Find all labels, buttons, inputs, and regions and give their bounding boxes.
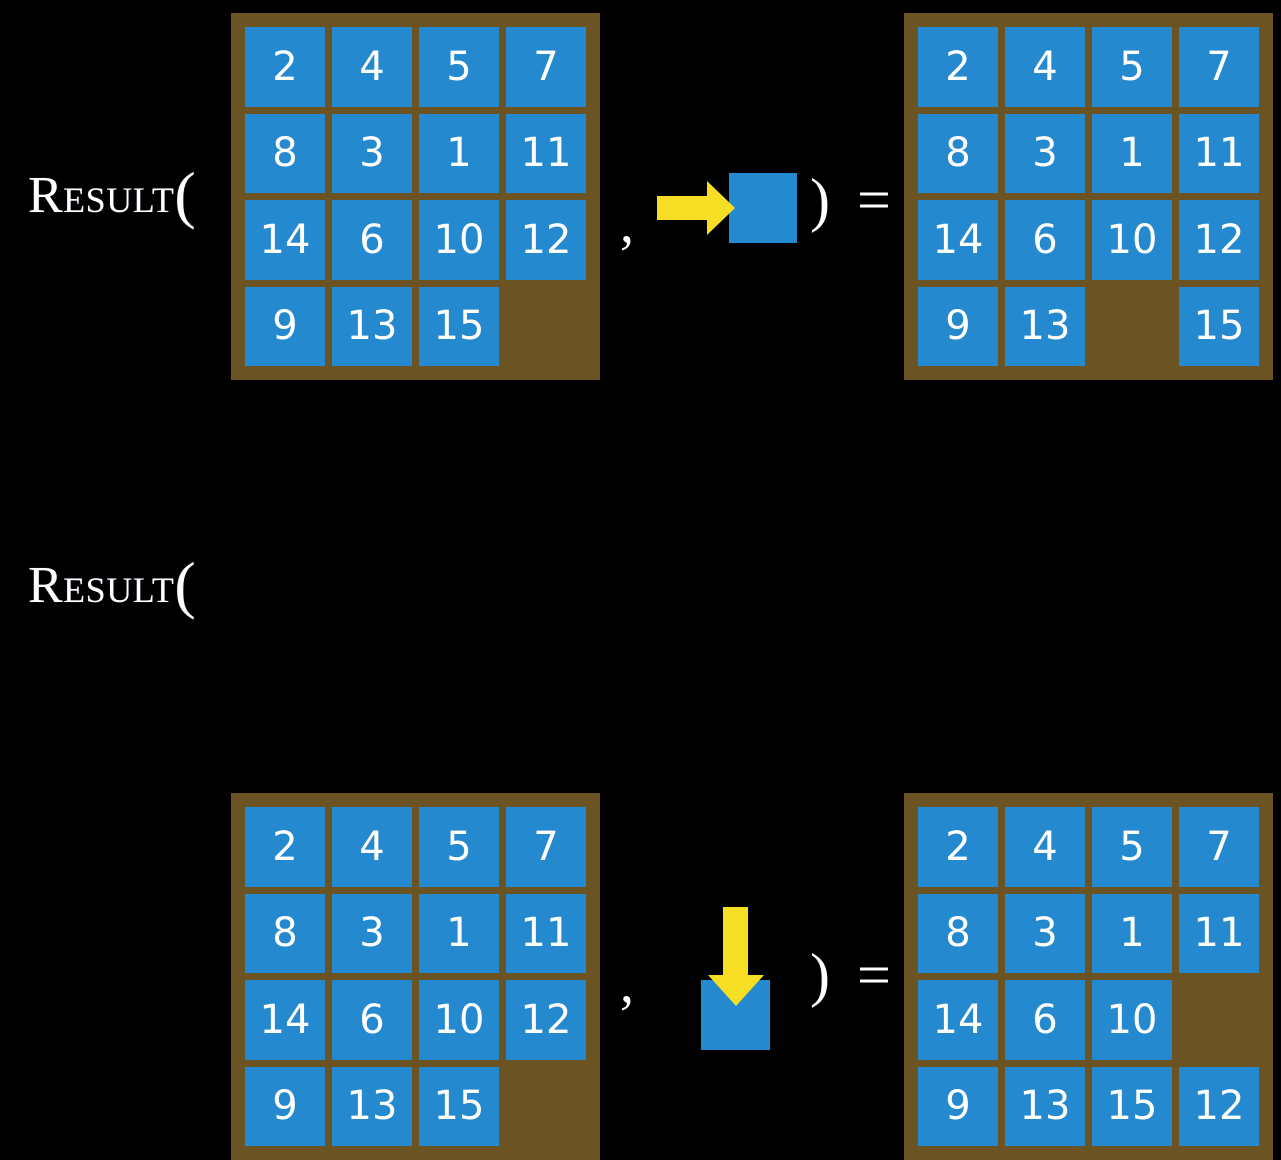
argument-separator-row-1: , — [620, 193, 634, 255]
tile[interactable]: 2 — [245, 27, 325, 107]
tile[interactable]: 1 — [419, 893, 499, 973]
tile[interactable]: 3 — [1005, 113, 1085, 193]
tile[interactable]: 1 — [1092, 893, 1172, 973]
action-move-right[interactable] — [650, 160, 810, 256]
tile[interactable]: 9 — [918, 1066, 998, 1146]
blank-tile — [506, 287, 586, 367]
tile[interactable]: 13 — [1005, 1066, 1085, 1146]
tile[interactable]: 7 — [506, 807, 586, 887]
tile[interactable]: 12 — [506, 200, 586, 280]
tile[interactable]: 8 — [918, 113, 998, 193]
tile[interactable]: 13 — [332, 286, 412, 366]
tile[interactable]: 5 — [419, 27, 499, 107]
tile[interactable]: 10 — [1092, 200, 1172, 280]
equation-row-2: Result( 2 4 5 7 8 3 1 11 14 6 10 12 9 13… — [0, 390, 1281, 1160]
tile[interactable]: 14 — [918, 980, 998, 1060]
tile[interactable]: 11 — [506, 893, 586, 973]
tile[interactable]: 12 — [1179, 1066, 1259, 1146]
tile[interactable]: 10 — [419, 200, 499, 280]
tile[interactable]: 12 — [506, 980, 586, 1060]
open-paren-row-1: ( — [174, 159, 197, 230]
tile[interactable]: 3 — [332, 893, 412, 973]
close-and-equals-row-1: ) = — [810, 167, 897, 233]
tile[interactable]: 7 — [1179, 27, 1259, 107]
open-paren-row-2: ( — [174, 549, 197, 620]
tile[interactable]: 11 — [506, 113, 586, 193]
result-label-row-1: Result( — [28, 163, 196, 227]
output-board-row-1[interactable]: 2 4 5 7 8 3 1 11 14 6 10 12 9 13 15 — [904, 13, 1273, 380]
tile[interactable]: 15 — [419, 286, 499, 366]
tile[interactable]: 6 — [1005, 200, 1085, 280]
tile[interactable]: 13 — [332, 1066, 412, 1146]
tile[interactable]: 14 — [245, 980, 325, 1060]
tile[interactable]: 8 — [245, 113, 325, 193]
tile[interactable]: 5 — [1092, 27, 1172, 107]
tile[interactable]: 2 — [918, 807, 998, 887]
tile[interactable]: 15 — [1179, 286, 1259, 366]
tile[interactable]: 15 — [1092, 1066, 1172, 1146]
tile[interactable]: 7 — [506, 27, 586, 107]
tile[interactable]: 3 — [332, 113, 412, 193]
tile[interactable]: 9 — [245, 1066, 325, 1146]
tile[interactable]: 5 — [1092, 807, 1172, 887]
tile[interactable]: 6 — [332, 200, 412, 280]
tile[interactable]: 7 — [1179, 807, 1259, 887]
tile[interactable]: 11 — [1179, 113, 1259, 193]
equation-row-1: Result( 2 4 5 7 8 3 1 11 14 6 10 12 9 13… — [0, 0, 1281, 390]
tile[interactable]: 6 — [1005, 980, 1085, 1060]
close-and-equals-row-2: ) = — [810, 942, 897, 1008]
tile[interactable]: 6 — [332, 980, 412, 1060]
result-label-row-2: Result( — [28, 553, 196, 617]
tile[interactable]: 2 — [918, 27, 998, 107]
tile[interactable]: 3 — [1005, 893, 1085, 973]
input-board-row-1[interactable]: 2 4 5 7 8 3 1 11 14 6 10 12 9 13 15 — [231, 13, 600, 380]
tile[interactable]: 10 — [1092, 980, 1172, 1060]
tile[interactable]: 15 — [419, 1066, 499, 1146]
blank-tile — [1179, 980, 1259, 1060]
tile[interactable]: 13 — [1005, 286, 1085, 366]
tile[interactable]: 1 — [1092, 113, 1172, 193]
tile[interactable]: 8 — [245, 893, 325, 973]
tile[interactable]: 8 — [918, 893, 998, 973]
tile[interactable]: 14 — [918, 200, 998, 280]
blank-tile — [1092, 287, 1172, 367]
tile[interactable]: 14 — [245, 200, 325, 280]
input-board-row-2[interactable]: 2 4 5 7 8 3 1 11 14 6 10 12 9 13 15 — [231, 793, 600, 1160]
tile[interactable]: 9 — [245, 286, 325, 366]
tile[interactable]: 12 — [1179, 200, 1259, 280]
tile[interactable]: 10 — [419, 980, 499, 1060]
tile[interactable]: 4 — [1005, 807, 1085, 887]
arrow-right-icon — [657, 181, 735, 235]
tile[interactable]: 2 — [245, 807, 325, 887]
tile[interactable]: 1 — [419, 113, 499, 193]
tile[interactable]: 9 — [918, 286, 998, 366]
tile[interactable]: 5 — [419, 807, 499, 887]
tile[interactable]: 4 — [332, 27, 412, 107]
argument-separator-row-2: , — [620, 953, 634, 1015]
tile[interactable]: 4 — [1005, 27, 1085, 107]
tile[interactable]: 11 — [1179, 893, 1259, 973]
blank-tile — [506, 1067, 586, 1147]
output-board-row-2[interactable]: 2 4 5 7 8 3 1 11 14 6 10 9 13 15 12 — [904, 793, 1273, 1160]
result-function-name: Result — [28, 557, 175, 614]
action-move-down[interactable] — [680, 890, 810, 1070]
tile[interactable]: 4 — [332, 807, 412, 887]
result-function-name: Result — [28, 167, 175, 224]
action-square — [729, 173, 797, 243]
